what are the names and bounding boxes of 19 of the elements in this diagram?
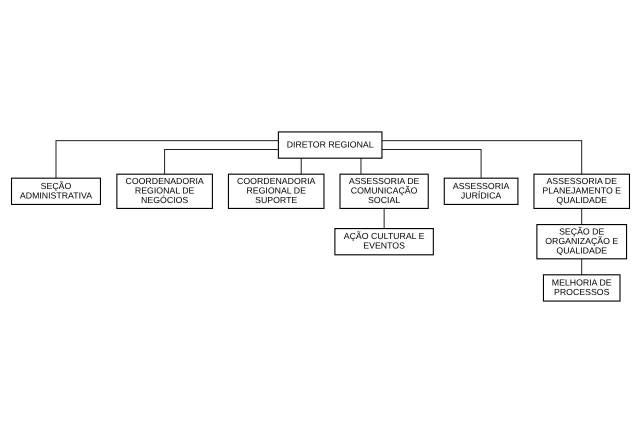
connector bbox=[382, 148, 482, 179]
connector bbox=[384, 208, 385, 229]
connector bbox=[581, 258, 582, 276]
connector bbox=[382, 140, 582, 175]
node-box: DIRETOR REGIONAL bbox=[278, 131, 382, 159]
connector bbox=[56, 140, 279, 178]
connector bbox=[164, 148, 279, 174]
node-box: ASSESSORIA JURÍDICA bbox=[444, 178, 518, 206]
node-box: SEÇÃO ADMINISTRATIVA bbox=[10, 178, 102, 206]
node-box: COORDENADORIA REGIONAL DE NEGÓCIOS bbox=[116, 174, 213, 210]
connector bbox=[360, 158, 362, 174]
node-box: MELHORIA DE PROCESSOS bbox=[542, 274, 621, 302]
node-box: COORDENADORIA REGIONAL DE SUPORTE bbox=[228, 174, 325, 210]
node-box: ASSESSORIA DE COMUNICAÇÃO SOCIAL bbox=[339, 174, 429, 210]
connector bbox=[300, 158, 302, 174]
node-box: AÇÃO CULTURAL E EVENTOS bbox=[334, 228, 434, 256]
connector bbox=[581, 208, 582, 225]
node-box: SEÇÃO DE ORGANIZAÇÃO E QUALIDADE bbox=[536, 224, 628, 260]
node-box: ASSESSORIA DE PLANEJAMENTO E QUALIDADE bbox=[533, 174, 630, 210]
